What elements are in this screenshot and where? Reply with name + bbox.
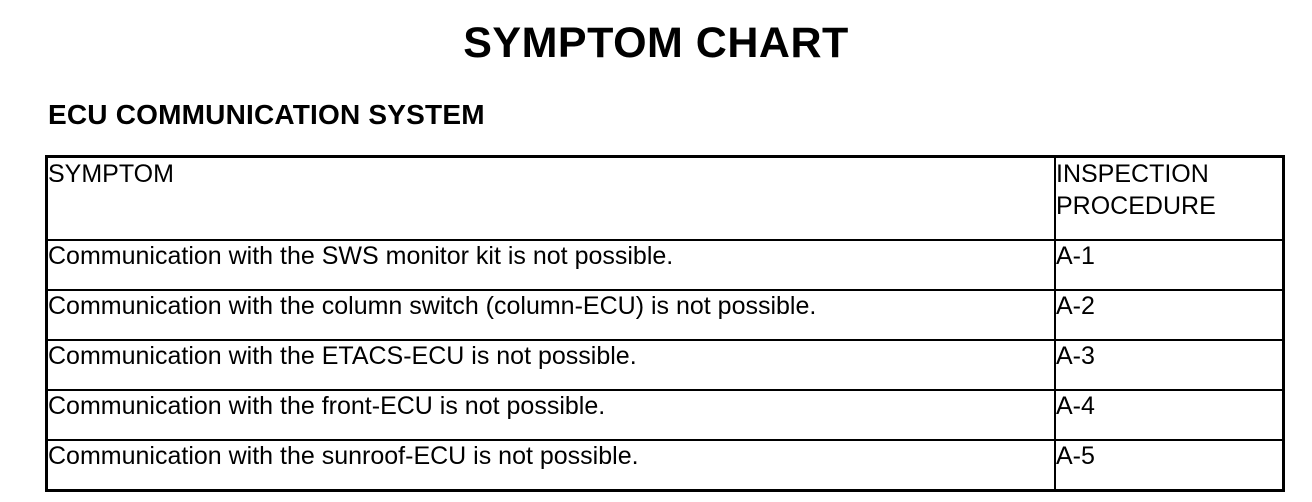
- symptom-table-container: SYMPTOM INSPECTION PROCEDURE Communicati…: [45, 155, 1285, 492]
- table-header: SYMPTOM INSPECTION PROCEDURE: [46, 156, 1284, 241]
- table-body: Communication with the SWS monitor kit i…: [46, 239, 1284, 491]
- column-header-inspection-procedure: INSPECTION PROCEDURE: [1054, 156, 1284, 241]
- cell-symptom: Communication with the sunroof-ECU is no…: [46, 439, 1056, 491]
- cell-inspection-procedure: A-5: [1054, 439, 1284, 491]
- column-header-inspection-procedure-line2: PROCEDURE: [1056, 192, 1216, 220]
- symptom-table: SYMPTOM INSPECTION PROCEDURE Communicati…: [45, 155, 1285, 492]
- page-title: SYMPTOM CHART: [463, 19, 849, 67]
- cell-symptom: Communication with the ETACS-ECU is not …: [46, 339, 1056, 391]
- cell-symptom: Communication with the front-ECU is not …: [46, 389, 1056, 441]
- cell-symptom: Communication with the SWS monitor kit i…: [46, 239, 1056, 291]
- column-header-symptom-label: SYMPTOM: [48, 160, 174, 188]
- table-row: Communication with the front-ECU is not …: [46, 389, 1284, 441]
- table-header-row: SYMPTOM INSPECTION PROCEDURE: [46, 156, 1284, 241]
- column-header-symptom: SYMPTOM: [46, 156, 1056, 241]
- cell-symptom: Communication with the column switch (co…: [46, 289, 1056, 341]
- table-row: Communication with the SWS monitor kit i…: [46, 239, 1284, 291]
- cell-inspection-procedure: A-2: [1054, 289, 1284, 341]
- section-heading: ECU COMMUNICATION SYSTEM: [48, 99, 485, 130]
- column-header-inspection-procedure-line1: INSPECTION: [1056, 160, 1209, 188]
- table-row: Communication with the ETACS-ECU is not …: [46, 339, 1284, 391]
- cell-inspection-procedure: A-3: [1054, 339, 1284, 391]
- cell-inspection-procedure: A-1: [1054, 239, 1284, 291]
- table-row: Communication with the column switch (co…: [46, 289, 1284, 341]
- table-row: Communication with the sunroof-ECU is no…: [46, 439, 1284, 491]
- cell-inspection-procedure: A-4: [1054, 389, 1284, 441]
